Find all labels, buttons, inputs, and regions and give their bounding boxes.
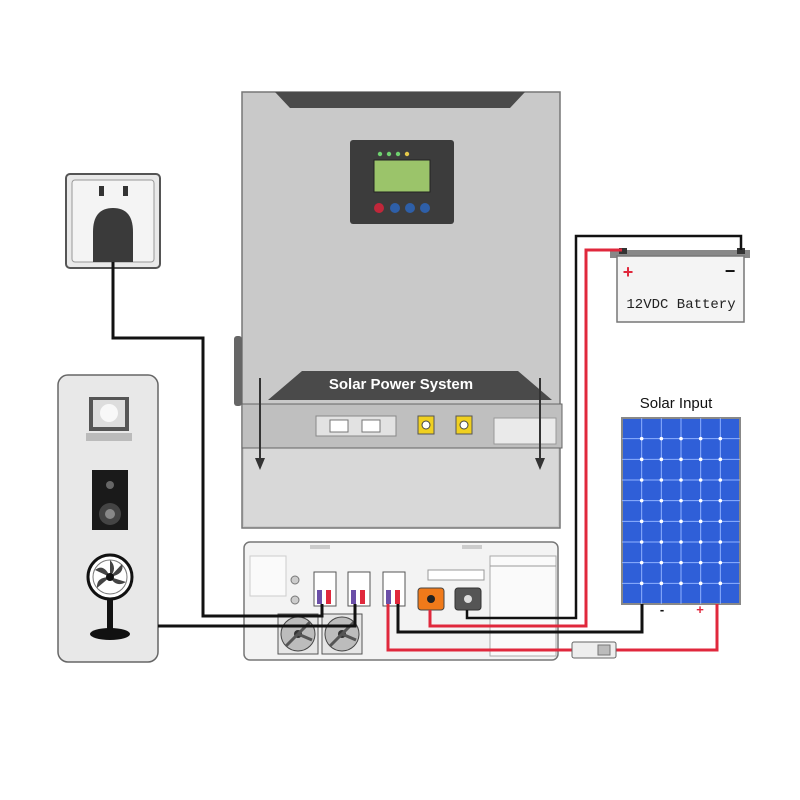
solar-cell-node [639, 560, 644, 565]
monitor-icon [86, 397, 132, 441]
solar-cell-node [659, 478, 664, 482]
solar-cell-node [679, 478, 683, 482]
solar-cell-node [639, 519, 644, 524]
solar-cell-node [718, 519, 723, 524]
fuse-icon [571, 641, 617, 659]
solar-cell-grid [622, 418, 740, 604]
solar-cell-node [679, 498, 683, 503]
solar-cell-node [679, 436, 683, 441]
battery: + − 12VDC Battery [610, 248, 750, 323]
solar-cell-node [698, 436, 703, 441]
solar-cell-node [698, 519, 703, 524]
battery-minus-sign: − [725, 261, 736, 281]
wall-outlet-icon [65, 173, 161, 269]
solar-cell-node [679, 560, 683, 565]
solar-cell-node [659, 436, 664, 441]
solar-cell-node [679, 540, 683, 544]
solar-plus-sign: + [696, 602, 704, 617]
solar-cell-node [659, 519, 664, 524]
solar-cell-node [718, 540, 723, 544]
fan-icon [86, 553, 134, 640]
solar-cell-node [639, 540, 644, 544]
wire-battery-positive [428, 248, 622, 628]
solar-cell-node [698, 457, 703, 462]
solar-minus-sign: - [660, 602, 664, 617]
battery-plus-sign: + [623, 262, 634, 282]
solar-cell-node [639, 581, 644, 586]
solar-panel: Solar Input - + [621, 395, 741, 617]
solar-cell-node [639, 478, 644, 482]
solar-cell-node [718, 581, 723, 586]
solar-cell-node [659, 457, 664, 462]
solar-cell-node [698, 540, 703, 544]
solar-cell-node [659, 581, 664, 586]
wire-solar-negative [396, 604, 644, 634]
inverter-title: Solar Power System [329, 376, 473, 393]
solar-cell-node [639, 457, 644, 462]
solar-cell-node [639, 498, 644, 503]
solar-cell-node [718, 436, 723, 441]
lcd-display-icon [350, 140, 454, 224]
wire-ac-output [158, 604, 357, 628]
solar-cell-node [698, 498, 703, 503]
solar-cell-node [698, 560, 703, 565]
solar-panel-label: Solar Input [640, 395, 713, 412]
inverter-unit: Solar Power System [234, 91, 563, 529]
solar-cell-node [659, 560, 664, 565]
wire-solar-positive [386, 604, 719, 652]
solar-cell-node [718, 498, 723, 503]
speaker-icon [92, 470, 128, 530]
solar-cell-node [659, 498, 664, 503]
inverter-nameplate [268, 371, 552, 400]
solar-cell-node [698, 478, 703, 482]
solar-cell-node [639, 436, 644, 441]
solar-cell-node [679, 519, 683, 524]
cooling-fan-icon [277, 613, 319, 655]
solar-cell-node [659, 540, 664, 544]
solar-cell-node [718, 457, 723, 462]
wire-outlet-to-inverter [111, 262, 324, 618]
appliance-panel [57, 374, 159, 663]
wiring [111, 234, 743, 652]
solar-cell-node [679, 457, 683, 462]
inverter-bottom-panel [243, 541, 559, 661]
solar-cell-node [718, 560, 723, 565]
solar-cell-node [698, 581, 703, 586]
solar-cell-node [679, 581, 683, 586]
battery-label: 12VDC Battery [626, 297, 735, 313]
solar-cell-node [718, 478, 723, 482]
wire-battery-negative [465, 234, 743, 620]
